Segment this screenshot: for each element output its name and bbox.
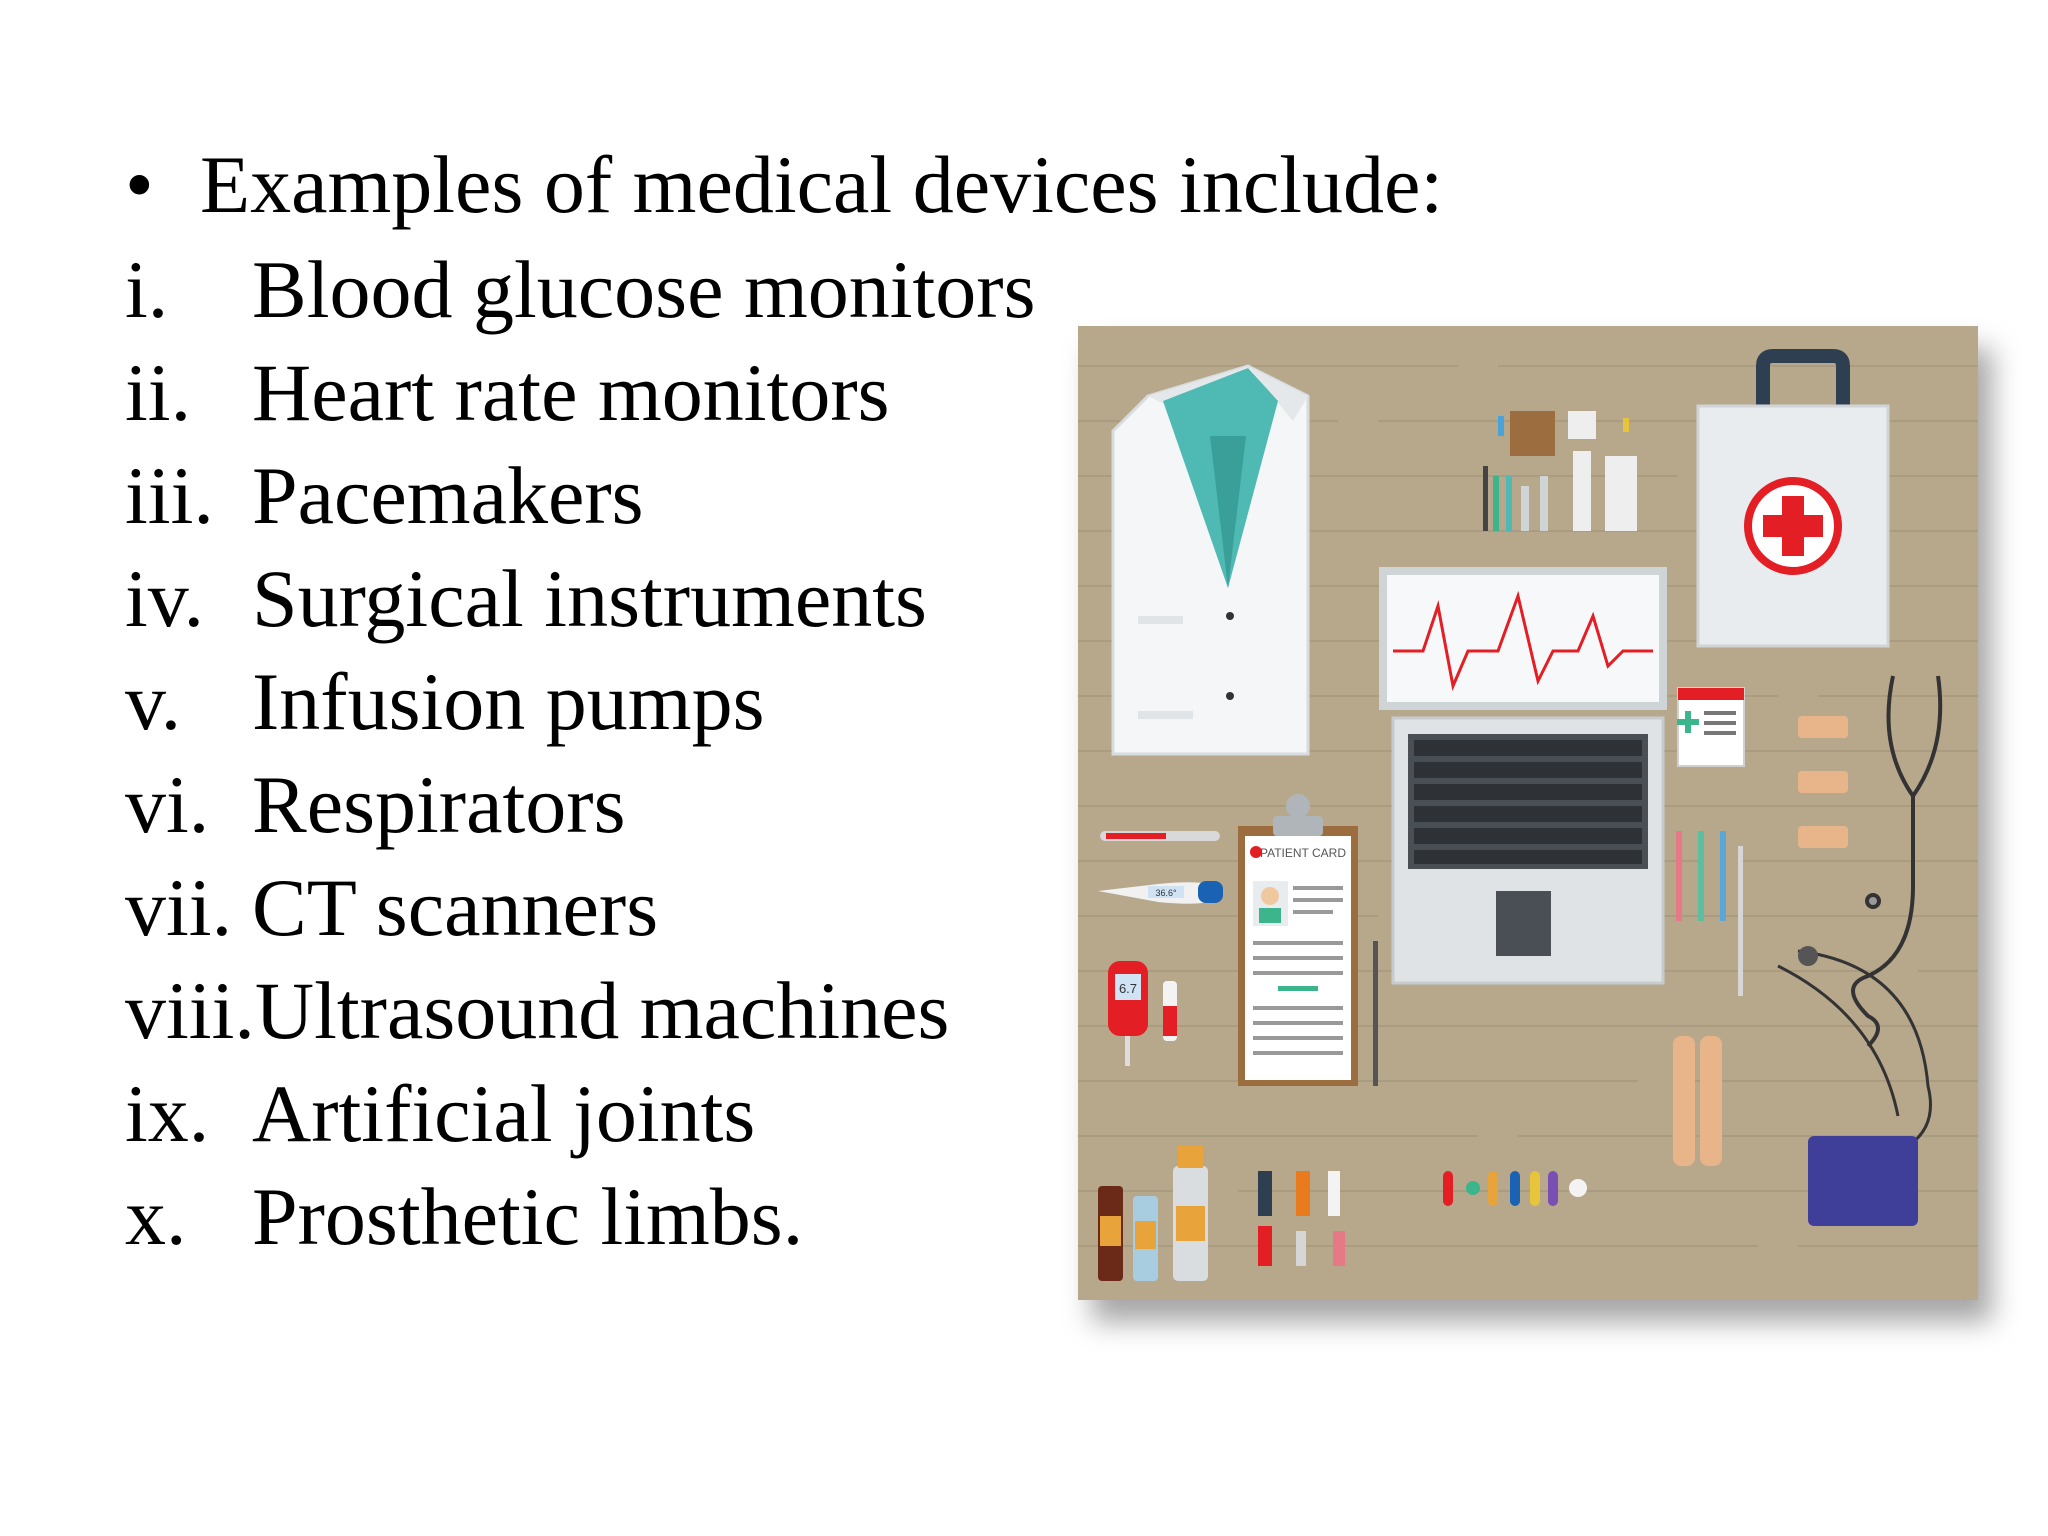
item-label: Heart rate monitors — [252, 347, 890, 438]
item-label: CT scanners — [252, 862, 659, 953]
list-item: vi. Respirators — [125, 753, 1036, 856]
item-label: Artificial joints — [252, 1068, 756, 1159]
glucose-meter-icon: 6.7 — [1108, 961, 1177, 1066]
pills-row-icon — [1443, 1171, 1587, 1206]
patient-card-label: PATIENT CARD — [1260, 846, 1346, 860]
list-item: ix. Artificial joints — [125, 1062, 1036, 1165]
device-list: i. Blood glucose monitors ii. Heart rate m… — [125, 238, 1036, 1268]
medical-equipment-illustration: 36.6° 6.7 PATIENT CARD — [1078, 326, 1978, 1300]
blood-pressure-cuff-icon — [1777, 946, 1932, 1226]
pill-packs-icon — [1483, 411, 1637, 531]
doctor-coat-icon — [1111, 364, 1310, 756]
id-badge-icon — [1677, 687, 1745, 767]
bandage-strips-icon — [1673, 716, 1848, 1166]
list-item: iv. Surgical instruments — [125, 547, 1036, 650]
item-number: ii. — [125, 347, 192, 438]
bullet-point: • — [125, 139, 154, 230]
stethoscope-icon — [1851, 675, 1943, 1048]
item-number: iv. — [125, 553, 204, 644]
item-label: Blood glucose monitors — [252, 244, 1036, 335]
list-item: vii.CT scanners — [125, 856, 1036, 959]
list-item: i. Blood glucose monitors — [125, 238, 1036, 341]
medicine-bottles-icon — [1098, 1146, 1345, 1281]
list-item: v. Infusion pumps — [125, 650, 1036, 753]
item-number: x. — [125, 1171, 187, 1262]
item-number: i. — [125, 244, 169, 335]
item-number: viii. — [125, 965, 255, 1056]
item-number: v. — [125, 656, 182, 747]
item-label: Surgical instruments — [252, 553, 927, 644]
thermometer-reading: 36.6° — [1155, 888, 1177, 898]
glucose-reading: 6.7 — [1119, 981, 1137, 996]
patient-card-clipboard-icon: PATIENT CARD — [1238, 794, 1378, 1086]
item-label: Ultrasound machines — [254, 965, 950, 1056]
item-label: Infusion pumps — [252, 656, 765, 747]
item-number: iii. — [125, 450, 214, 541]
item-label: Prosthetic limbs. — [252, 1171, 804, 1262]
laptop-heart-monitor-icon — [1379, 567, 1667, 985]
list-item: viii.Ultrasound machines — [125, 959, 1036, 1062]
heading-row: • Examples of medical devices include: — [125, 135, 1443, 235]
list-item: iii. Pacemakers — [125, 444, 1036, 547]
item-number: vii. — [125, 862, 233, 953]
item-number: vi. — [125, 759, 210, 850]
item-label: Respirators — [252, 759, 626, 850]
list-item: ii. Heart rate monitors — [125, 341, 1036, 444]
list-item: x. Prosthetic limbs. — [125, 1165, 1036, 1268]
item-label: Pacemakers — [252, 450, 644, 541]
item-number: ix. — [125, 1068, 210, 1159]
first-aid-kit-icon — [1696, 349, 1890, 648]
thermometer-icon: 36.6° — [1098, 831, 1223, 904]
heading-text: Examples of medical devices include: — [200, 139, 1444, 230]
syringes-icon — [1676, 831, 1743, 996]
